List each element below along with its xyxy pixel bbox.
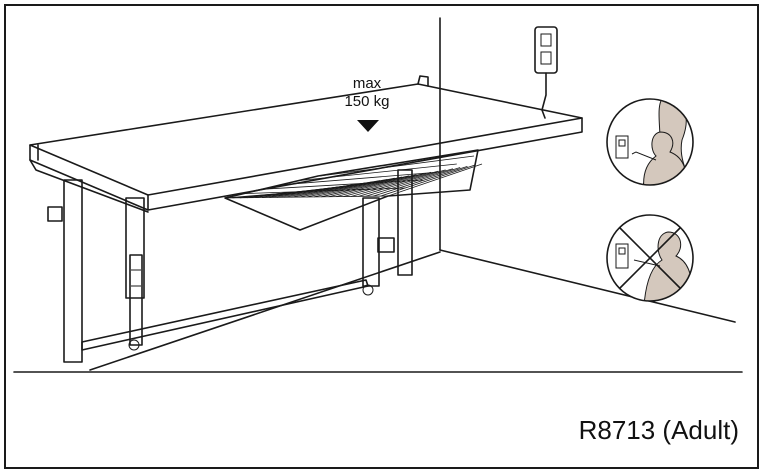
wall-control-unit-icon (534, 26, 558, 119)
front-leg-left (47, 179, 83, 363)
front-leg-right (125, 197, 145, 351)
rear-leg (362, 169, 413, 296)
table-top (29, 75, 583, 213)
svg-text:150 kg: 150 kg (344, 93, 389, 110)
load-arrow-icon (357, 120, 379, 132)
storage-basket (224, 149, 483, 231)
room-outline (13, 17, 743, 373)
floor-rail (81, 279, 369, 351)
allowed-adult-operation-icon (606, 98, 694, 186)
max-load-label: max 150 kg (344, 75, 390, 132)
svg-text:max: max (353, 75, 382, 92)
prohibited-child-operation-icon (606, 214, 694, 302)
model-caption: R8713 (Adult) (578, 415, 739, 445)
